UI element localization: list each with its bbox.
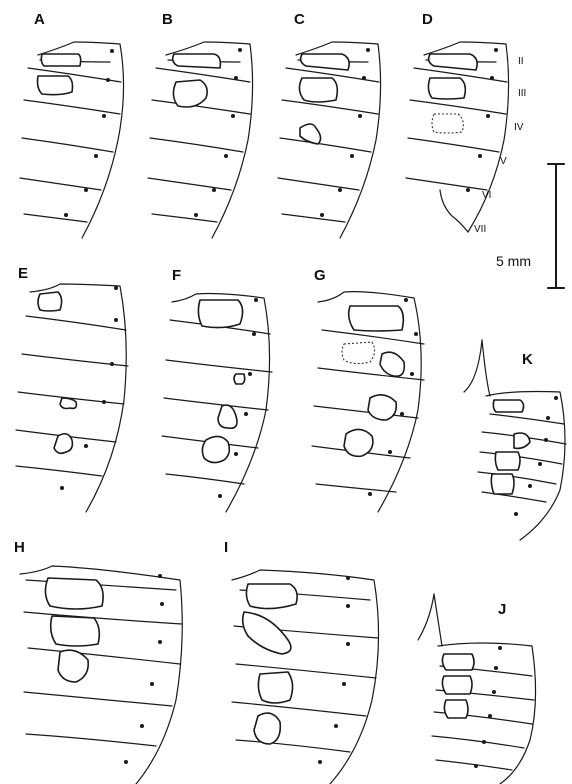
segment-label-vii: VII [474,224,486,235]
panel-label-g: G [314,267,326,284]
section-panel-e [16,284,128,512]
panel-label-i: I [224,539,228,556]
panel-label-h: H [14,539,25,556]
section-panel-c [278,42,381,238]
panel-label-d: D [422,11,433,28]
section-panel-j [418,594,536,784]
section-panel-b [148,42,253,238]
segment-label-vi: VI [482,190,491,201]
section-panel-k [464,340,566,540]
panel-label-a: A [34,11,45,28]
panel-label-k: K [522,351,533,368]
scale-bar-label: 5 mm [496,253,531,269]
segment-label-ii: II [518,56,524,67]
section-panel-i [232,570,379,784]
panel-label-e: E [18,265,28,282]
segment-label-v: V [500,156,507,167]
scale-bar: 5 mm [496,164,564,288]
panel-label-j: J [498,601,506,618]
segment-label-iii: III [518,88,526,99]
panel-label-f: F [172,267,181,284]
panel-label-c: C [294,11,305,28]
section-panel-g [312,292,424,512]
section-panel-d: II III IV V VI VII [406,42,526,235]
panel-label-b: B [162,11,173,28]
section-panel-a [20,42,124,238]
segment-label-iv: IV [514,122,524,133]
section-panel-f [162,294,272,513]
section-panel-h [20,566,182,784]
